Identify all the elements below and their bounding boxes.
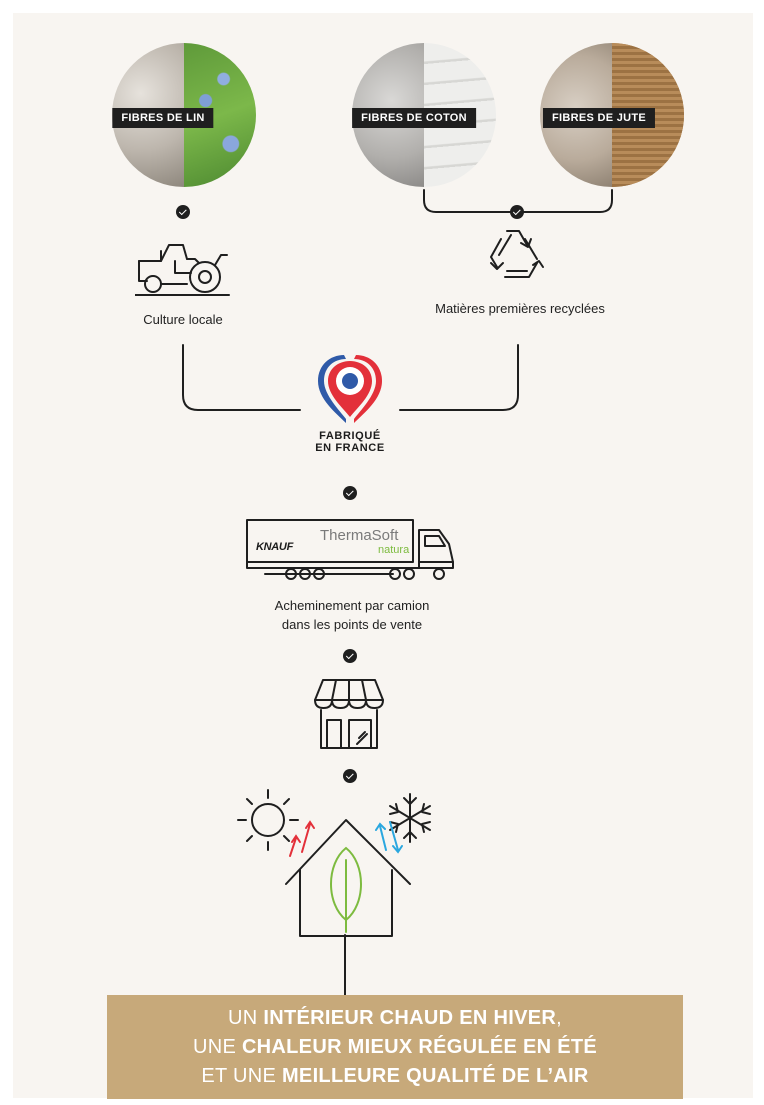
fibre-label-coton: FIBRES DE COTON — [352, 108, 476, 128]
banner-line-2: UNE CHALEUR MIEUX RÉGULÉE EN ÉTÉ — [107, 1033, 683, 1062]
check-icon — [343, 486, 357, 500]
check-icon — [343, 769, 357, 783]
made-in-france-label: FABRIQUÉ EN FRANCE — [315, 430, 385, 454]
benefits-banner: UN INTÉRIEUR CHAUD EN HIVER, UNE CHALEUR… — [107, 995, 683, 1099]
banner-line-1: UN INTÉRIEUR CHAUD EN HIVER, — [107, 1004, 683, 1033]
transport-caption-line2: dans les points de vente — [275, 615, 430, 634]
recycle-icon — [485, 225, 549, 287]
transport-caption: Acheminement par camion dans les points … — [275, 596, 430, 634]
map-pin-icon — [312, 353, 388, 427]
sun-icon — [238, 790, 298, 850]
transport-caption-line1: Acheminement par camion — [275, 596, 430, 615]
made-in-france-line2: EN FRANCE — [315, 442, 385, 454]
check-icon — [510, 205, 524, 219]
tractor-icon — [135, 237, 231, 299]
check-icon — [343, 649, 357, 663]
banner-text: UNE — [193, 1036, 242, 1058]
house-leaf-icon — [230, 786, 446, 948]
shop-icon — [311, 676, 387, 752]
check-icon — [176, 205, 190, 219]
fibre-label-lin: FIBRES DE LIN — [112, 108, 213, 128]
banner-text: ET UNE — [201, 1065, 282, 1087]
banner-highlight: INTÉRIEUR CHAUD EN HIVER — [263, 1007, 556, 1029]
recycled-caption: Matières premières recyclées — [435, 299, 605, 318]
truck-product-name: ThermaSoft — [320, 527, 398, 544]
made-in-france-line1: FABRIQUÉ — [315, 430, 385, 442]
truck-product-sub: natura — [378, 544, 409, 556]
banner-highlight: CHALEUR MIEUX RÉGULÉE EN ÉTÉ — [242, 1036, 597, 1058]
banner-text: UN — [228, 1007, 263, 1029]
culture-caption: Culture locale — [143, 310, 223, 329]
fibre-label-jute: FIBRES DE JUTE — [543, 108, 655, 128]
banner-text: , — [556, 1007, 562, 1029]
truck-brand-logo: KNAUF — [256, 541, 293, 553]
snowflake-icon — [390, 794, 430, 842]
banner-line-3: ET UNE MEILLEURE QUALITÉ DE L’AIR — [107, 1062, 683, 1091]
banner-highlight: MEILLEURE QUALITÉ DE L’AIR — [282, 1065, 589, 1087]
